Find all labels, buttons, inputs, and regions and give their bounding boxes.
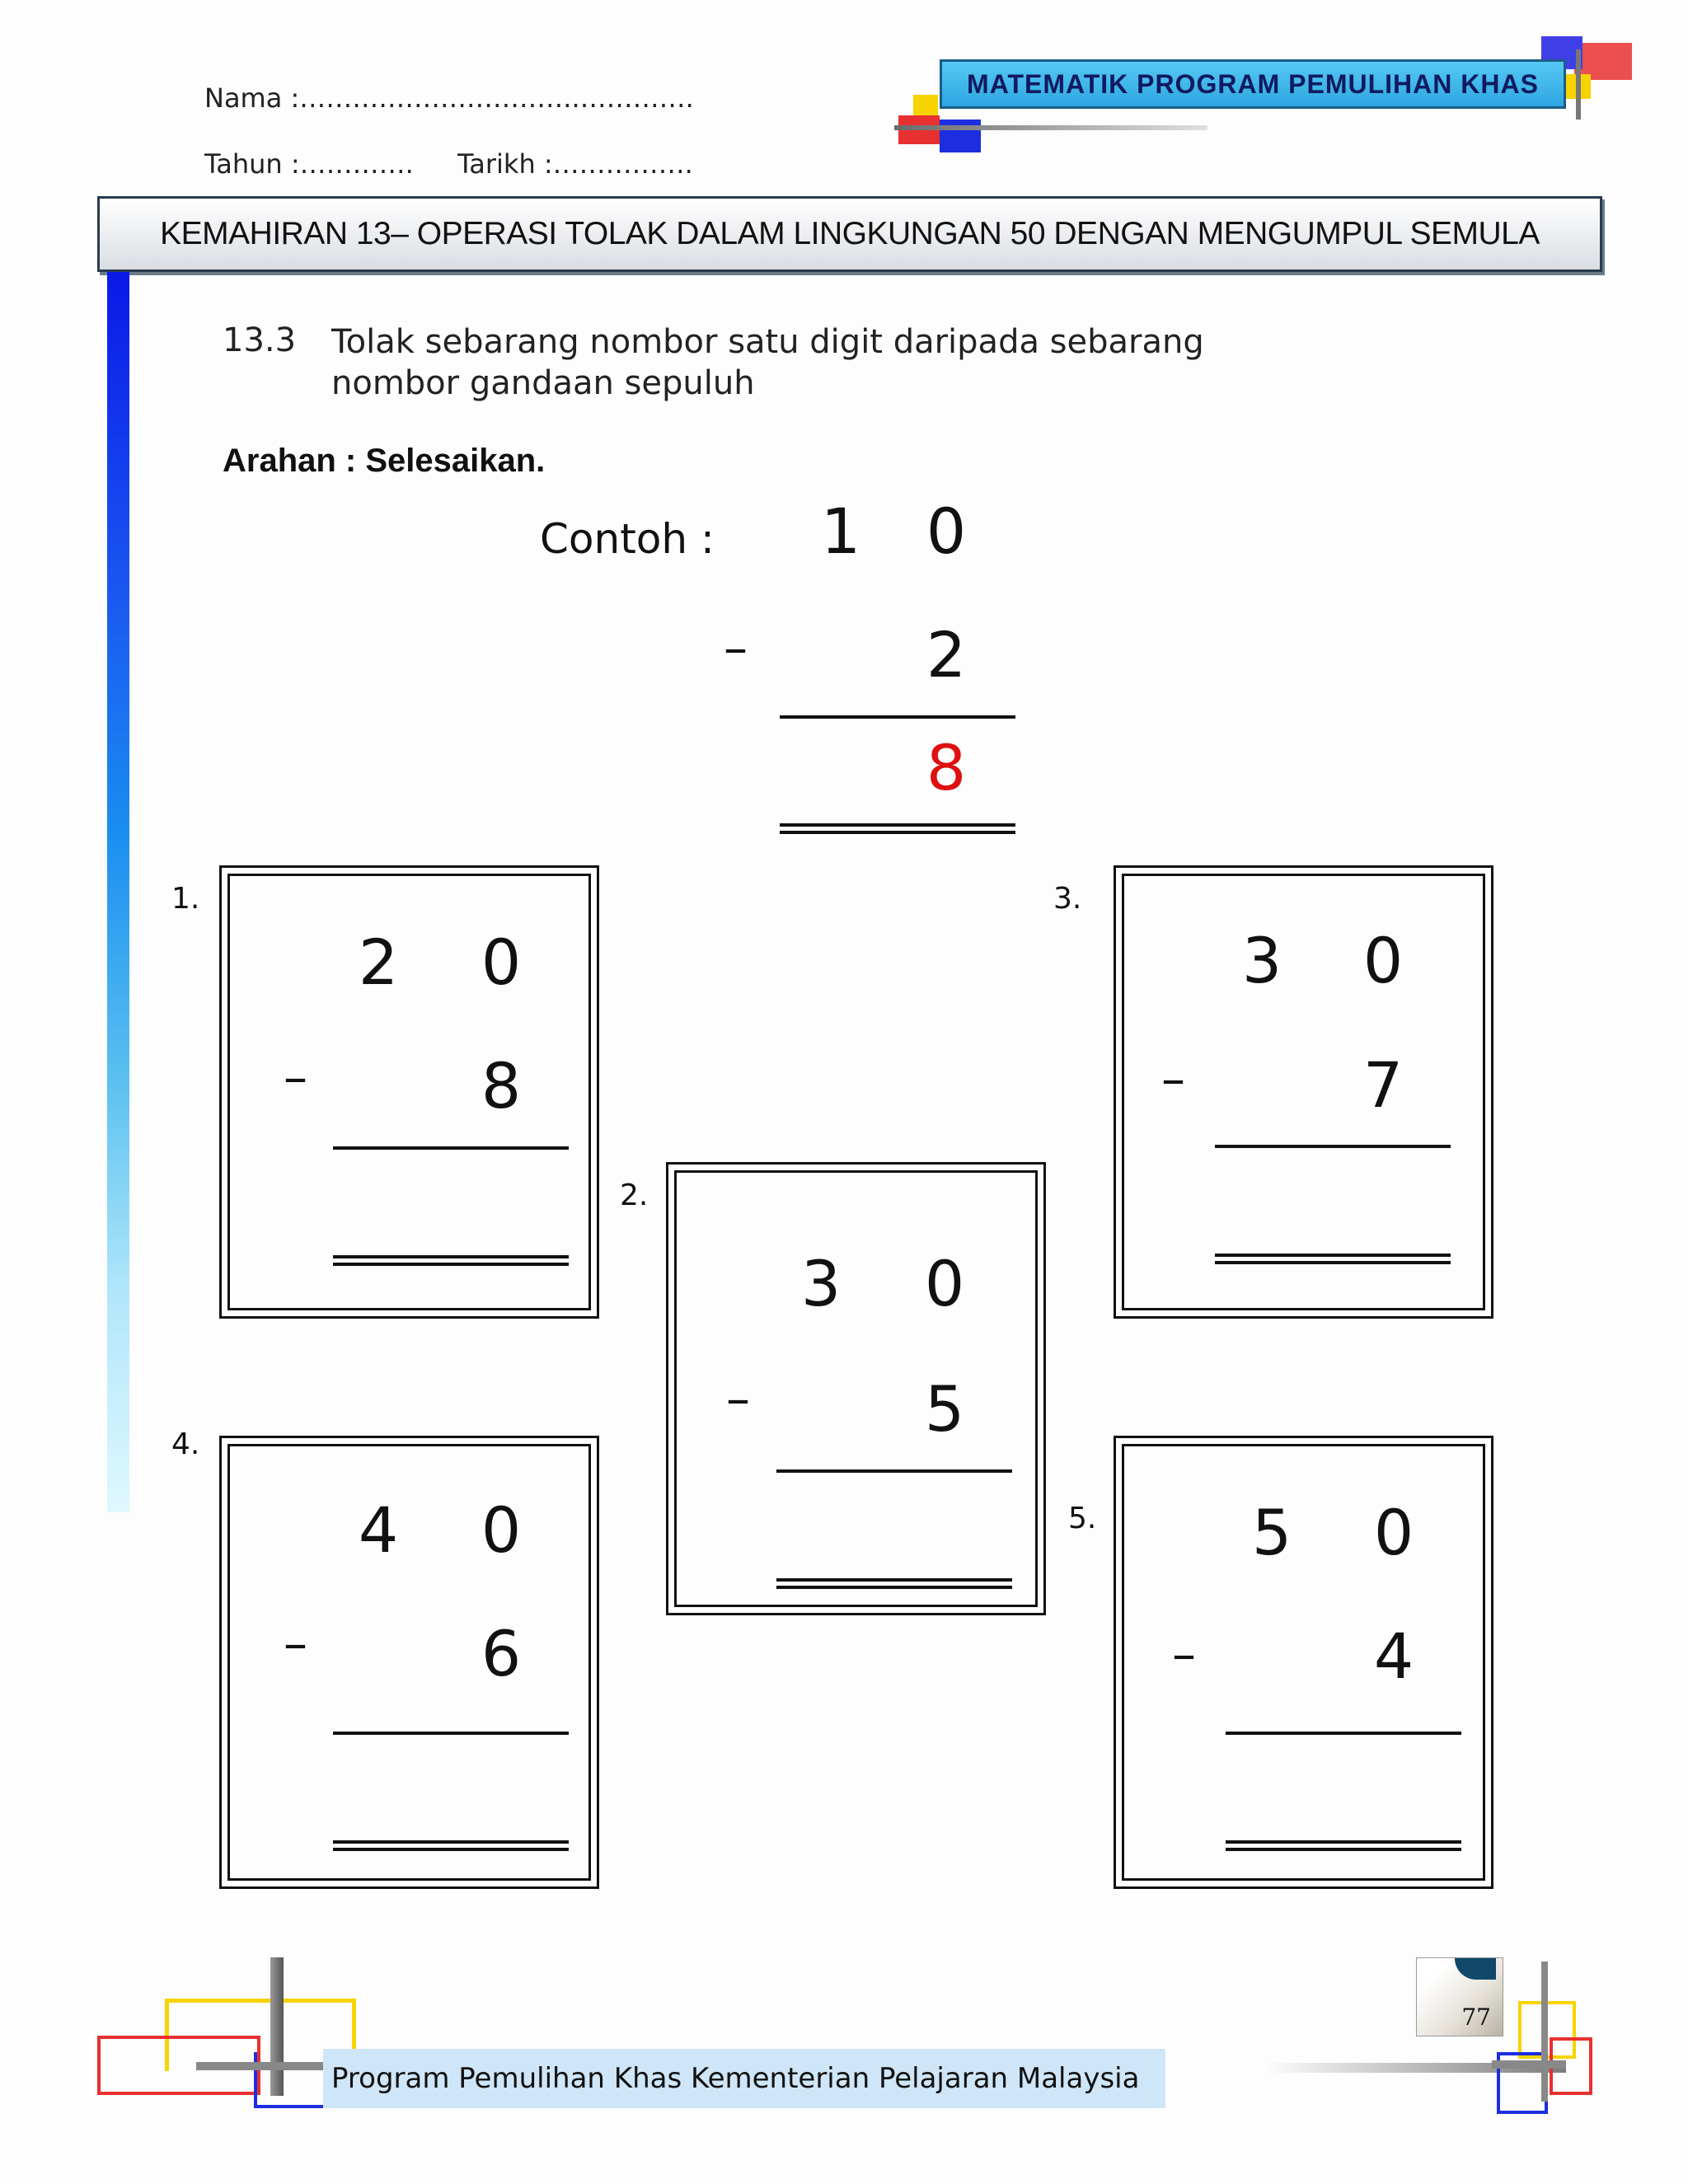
question-3-tens-digit: 3 xyxy=(1241,924,1282,997)
question-1-minus-sign: – xyxy=(284,1049,307,1105)
tahun-field[interactable]: Tahun :…………. xyxy=(204,148,414,180)
side-gradient-bar xyxy=(107,272,129,1512)
question-2-minus-sign: – xyxy=(726,1371,750,1427)
question-5-double-line-bottom xyxy=(1226,1848,1461,1851)
red-corner-decoration xyxy=(1574,43,1632,80)
tarikh-field[interactable]: Tarikh :……………. xyxy=(457,148,693,180)
footer-grey-vertical-decoration xyxy=(270,1957,284,2096)
grey-line-decoration xyxy=(894,125,1207,130)
question-5-result-line xyxy=(1226,1732,1461,1735)
question-3-double-line-top xyxy=(1215,1254,1451,1257)
question-2-inner-border xyxy=(674,1170,1038,1607)
subskill-text-line1: Tolak sebarang nombor satu digit daripad… xyxy=(331,323,1204,361)
question-2-subtrahend: 5 xyxy=(924,1372,965,1446)
subskill-number: 13.3 xyxy=(223,321,297,359)
question-5-ones-digit: 0 xyxy=(1373,1496,1414,1569)
example-answer: 8 xyxy=(926,731,967,804)
question-4-tens-digit: 4 xyxy=(358,1493,399,1567)
grey-vertical-decoration xyxy=(1576,49,1581,120)
question-4-minus-sign: – xyxy=(284,1615,307,1671)
question-1-tens-digit: 2 xyxy=(358,926,399,999)
example-double-line-top xyxy=(780,823,1015,827)
question-1-number: 1. xyxy=(171,882,200,916)
footer-right-grey-vertical xyxy=(1541,1961,1548,2102)
subskill-text-line2: nombor gandaan sepuluh xyxy=(331,364,755,402)
footer-grey-horizontal-decoration xyxy=(196,2062,361,2070)
question-5-box: 5 0 – 4 xyxy=(1114,1436,1493,1889)
footer-right-grey-line xyxy=(1261,2063,1566,2073)
question-5-tens-digit: 5 xyxy=(1251,1496,1292,1569)
question-3-subtrahend: 7 xyxy=(1362,1048,1404,1122)
blue-square-decoration xyxy=(940,120,981,152)
question-1-double-line-top xyxy=(333,1255,569,1258)
question-3-inner-border xyxy=(1122,874,1485,1310)
example-tens-digit: 1 xyxy=(820,494,861,568)
question-2-number: 2. xyxy=(620,1179,649,1212)
example-result-line xyxy=(780,715,1015,719)
question-3-box: 3 0 – 7 xyxy=(1114,865,1493,1319)
question-4-number: 4. xyxy=(171,1427,200,1461)
question-4-box: 4 0 – 6 xyxy=(219,1436,599,1889)
question-4-inner-border xyxy=(227,1444,591,1881)
question-2-double-line-top xyxy=(776,1578,1012,1582)
page-number-box: 77 xyxy=(1416,1957,1503,2036)
question-4-double-line-top xyxy=(333,1840,569,1844)
question-4-result-line xyxy=(333,1732,569,1735)
instruction: Arahan : Selesaikan. xyxy=(223,443,546,479)
question-1-subtrahend: 8 xyxy=(481,1049,522,1122)
question-1-double-line-bottom xyxy=(333,1263,569,1266)
question-2-ones-digit: 0 xyxy=(924,1247,965,1320)
question-2-tens-digit: 3 xyxy=(800,1247,842,1320)
skill-title: KEMAHIRAN 13– OPERASI TOLAK DALAM LINGKU… xyxy=(160,216,1540,251)
footer-yellow-frame-decoration xyxy=(165,1999,356,2071)
program-badge: MATEMATIK PROGRAM PEMULIHAN KHAS xyxy=(940,59,1566,109)
skill-title-bar: KEMAHIRAN 13– OPERASI TOLAK DALAM LINGKU… xyxy=(97,196,1602,272)
example-label: Contoh : xyxy=(540,515,715,563)
question-3-double-line-bottom xyxy=(1215,1261,1451,1264)
question-5-inner-border xyxy=(1122,1444,1485,1881)
page-number: 77 xyxy=(1461,2004,1491,2031)
question-5-double-line-top xyxy=(1226,1840,1461,1844)
example-double-line-bottom xyxy=(780,831,1015,834)
question-4-ones-digit: 0 xyxy=(481,1493,522,1567)
page-corner-curl xyxy=(1455,1958,1496,1980)
footer-text: Program Pemulihan Khas Kementerian Pelaj… xyxy=(323,2049,1165,2108)
question-5-number: 5. xyxy=(1068,1502,1097,1535)
question-3-minus-sign: – xyxy=(1161,1051,1185,1107)
question-2-result-line xyxy=(776,1469,1012,1473)
question-2-box: 3 0 – 5 xyxy=(666,1162,1046,1615)
question-1-ones-digit: 0 xyxy=(481,926,522,999)
question-1-result-line xyxy=(333,1146,569,1150)
subskill-text: Tolak sebarang nombor satu digit daripad… xyxy=(331,321,1320,404)
example-subtrahend: 2 xyxy=(926,618,967,691)
question-3-result-line xyxy=(1215,1145,1451,1148)
question-4-double-line-bottom xyxy=(333,1848,569,1851)
question-4-subtrahend: 6 xyxy=(481,1617,522,1690)
footer-right-grey-horizontal xyxy=(1492,2060,1566,2069)
question-5-minus-sign: – xyxy=(1172,1626,1196,1682)
question-1-inner-border xyxy=(227,874,591,1310)
question-3-ones-digit: 0 xyxy=(1362,924,1404,997)
question-3-number: 3. xyxy=(1053,882,1082,916)
program-badge-text: MATEMATIK PROGRAM PEMULIHAN KHAS xyxy=(967,69,1539,99)
nama-field[interactable]: Nama :…………………………..…………. xyxy=(204,82,694,114)
example-minus-sign: – xyxy=(724,620,748,676)
question-1-box: 2 0 – 8 xyxy=(219,865,599,1319)
question-2-double-line-bottom xyxy=(776,1586,1012,1589)
example-ones-digit: 0 xyxy=(926,494,967,568)
question-5-subtrahend: 4 xyxy=(1373,1619,1414,1693)
